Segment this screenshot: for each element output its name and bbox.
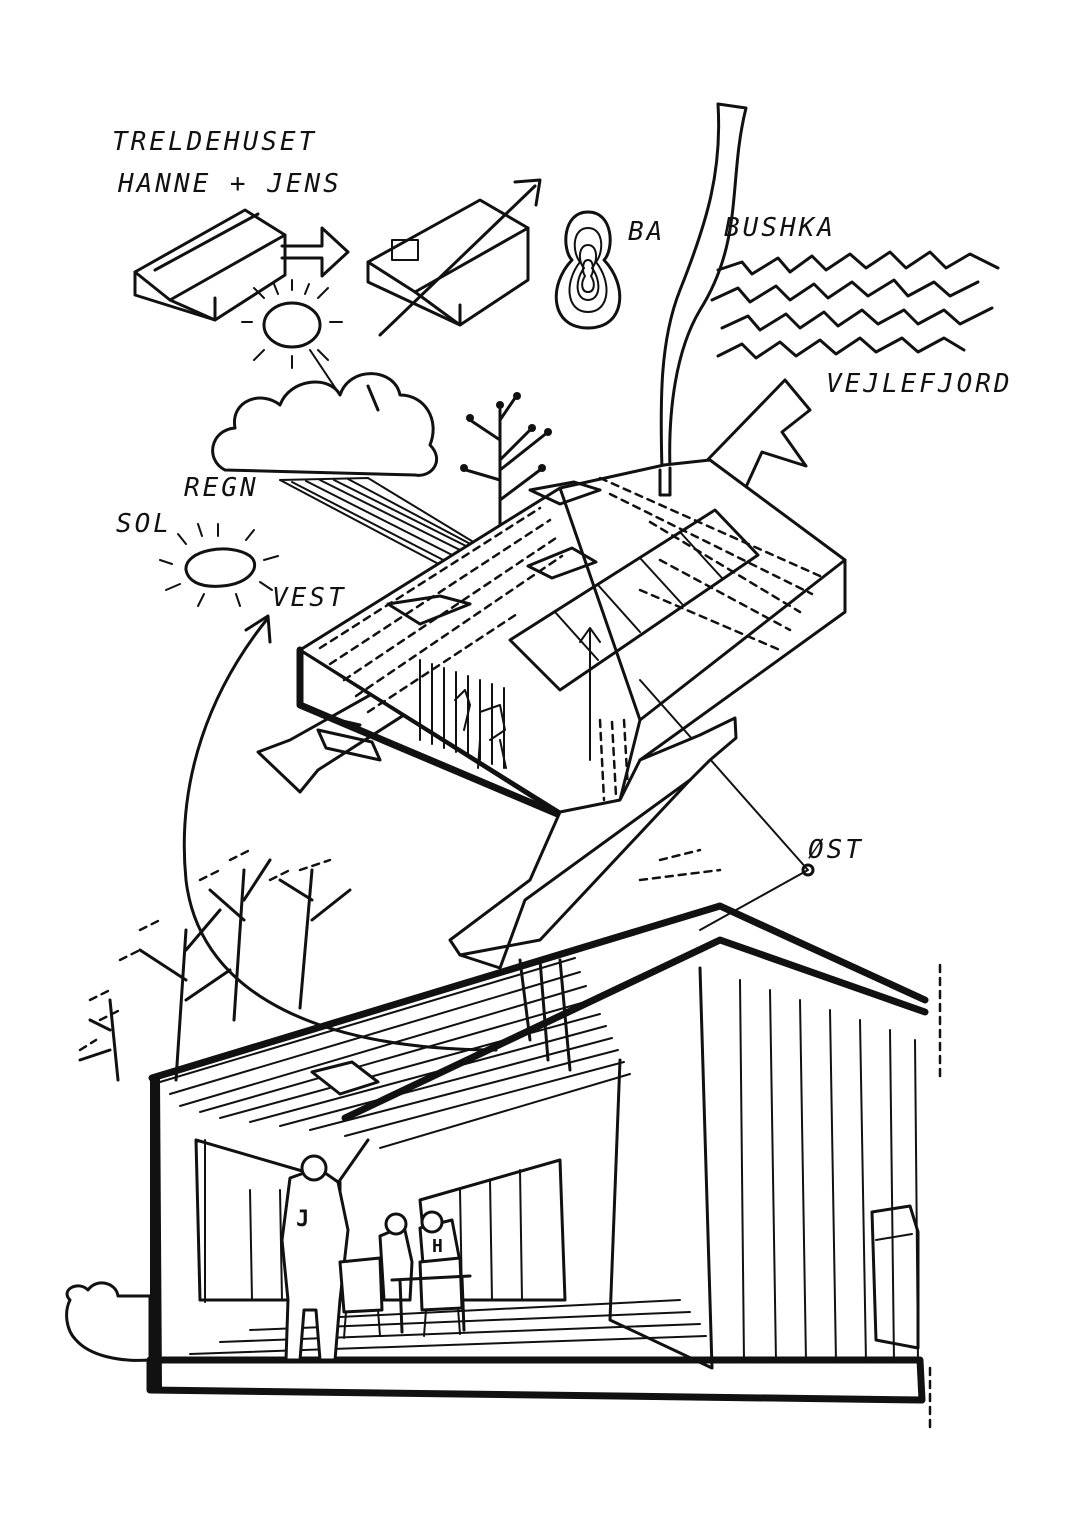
sun-icon-top [241,279,343,369]
label-bushka: BUSHKA [724,213,836,243]
upper-house-model [296,458,847,832]
bush-lower-left [65,1281,152,1362]
fjord-waves-icon [710,250,1000,360]
trees-lower [78,848,572,1082]
label-sol: SOL [116,509,172,539]
title-line-1: TRELDEHUSET [112,127,317,157]
sun-ray-line [309,349,341,396]
figure-label-h: H [432,1236,446,1257]
simple-house-icon [133,208,287,322]
transform-arrow-icon [280,226,350,278]
babushka-doll-icon [554,210,622,330]
sun-icon-lower [159,523,279,607]
tree-sketch-top [460,392,552,542]
figure-label-j: J [296,1207,312,1232]
folded-house-icon [366,178,542,337]
label-ba: BA [628,217,665,247]
twist-connector [448,716,738,970]
people-figures [280,1138,472,1362]
smoke-ribbon [659,102,748,472]
cloud-icon [211,372,438,477]
label-ost: ØST [808,835,864,865]
label-vest: VEST [272,583,347,613]
label-regn: REGN [184,473,259,503]
label-vejlefjord: VEJLEFJORD [826,369,1013,399]
title-line-2: HANNE + JENS [117,169,342,199]
lower-house-section [146,902,929,1404]
panel-arrow [579,627,601,761]
